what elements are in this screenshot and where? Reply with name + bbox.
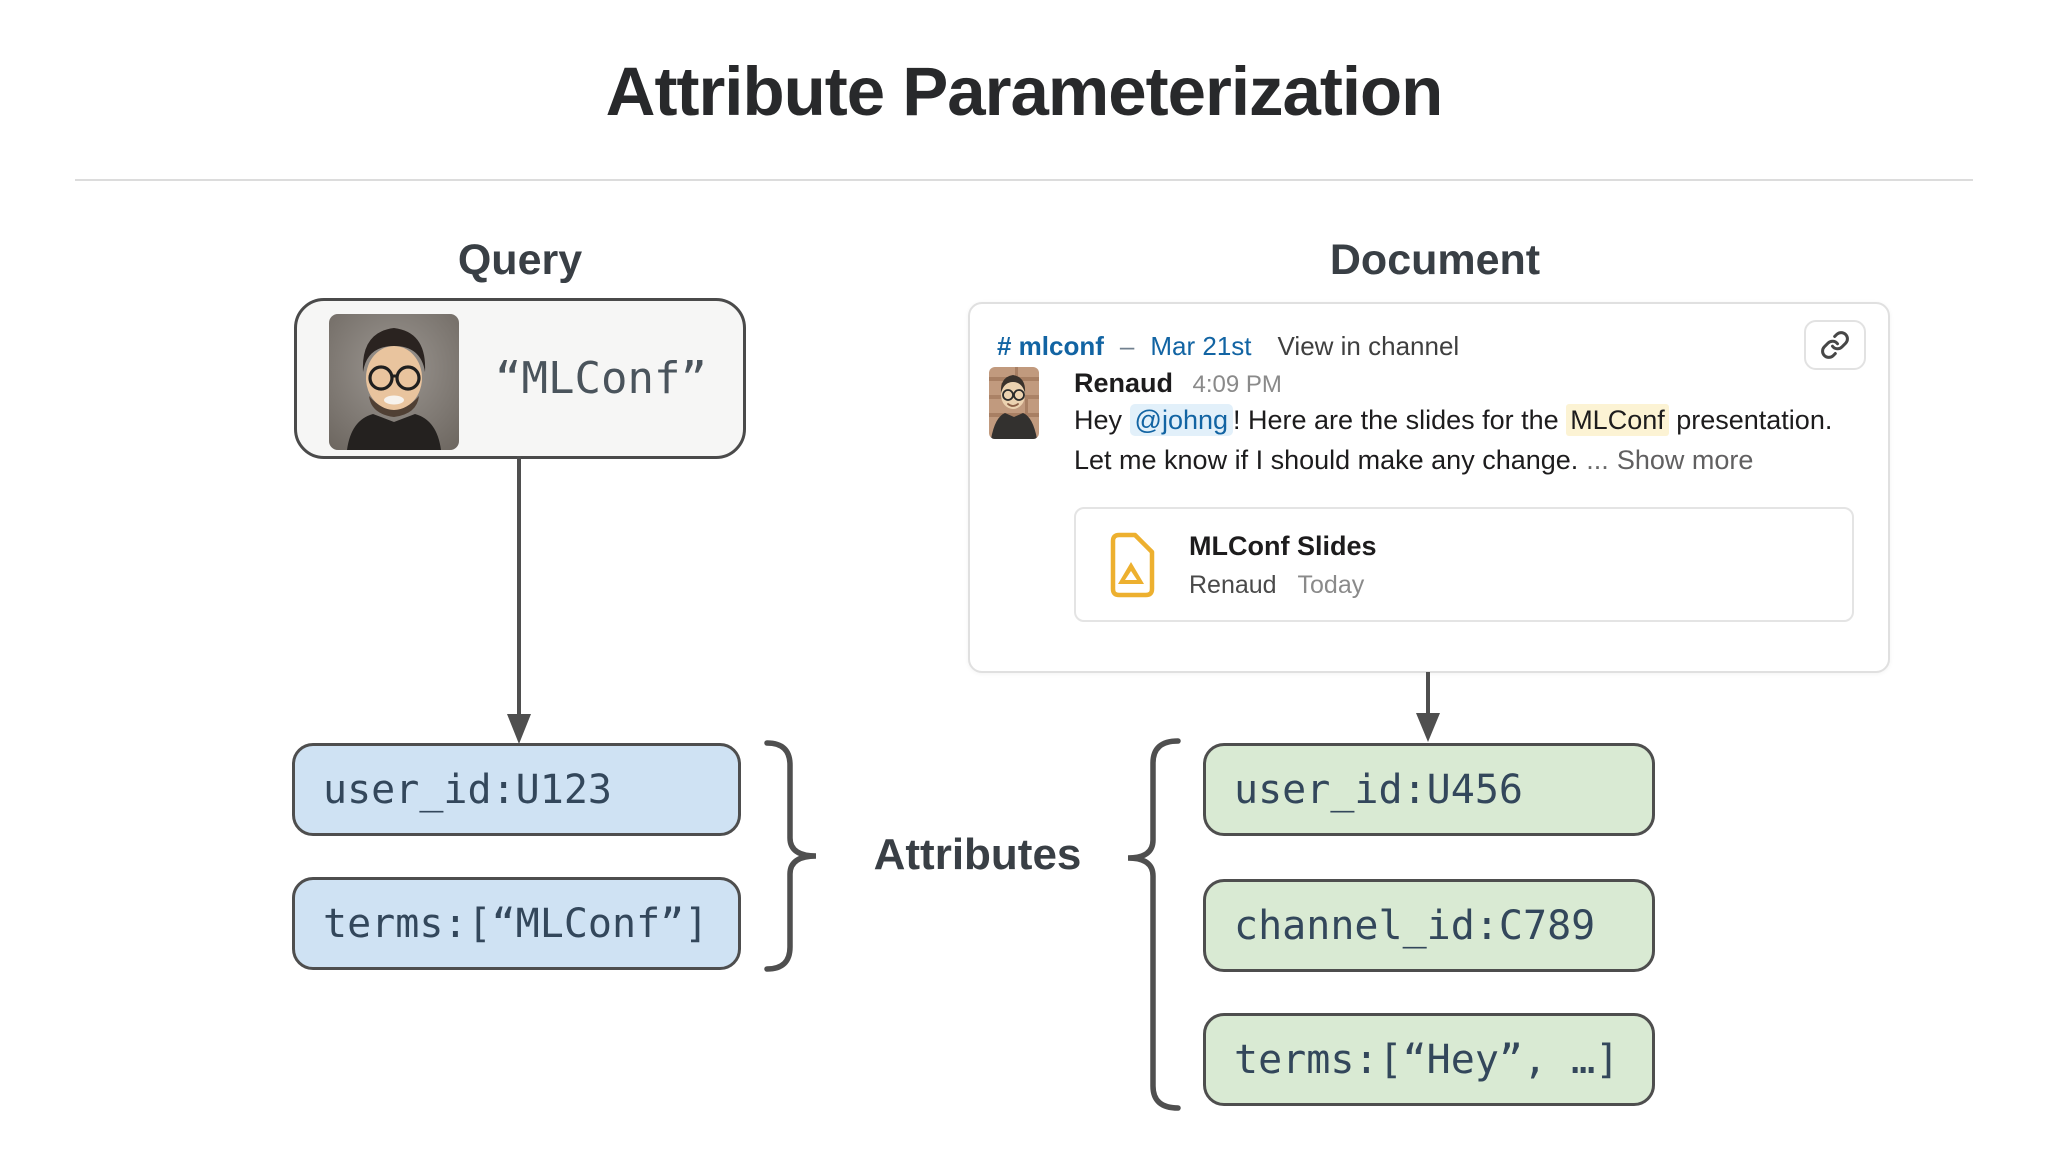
google-drive-file-icon [1110,532,1155,598]
file-attachment-card[interactable]: MLConf Slides Renaud Today [1074,507,1854,622]
author-photo-illustration [989,367,1039,439]
avatar [329,314,459,450]
arrow-down-icon [1416,672,1440,742]
document-heading: Document [1329,236,1541,284]
timestamp[interactable]: 4:09 PM [1192,371,1282,398]
message-text-part: Hey [1074,405,1130,435]
slack-card-header: # mlconf – Mar 21st View in channel [997,331,1459,362]
attachment-title: MLConf Slides [1189,531,1377,561]
message-byline: Renaud 4:09 PM [1074,368,1282,399]
message-text-part: Let me know if I should make any change. [1074,445,1579,475]
query-attribute-user-id: user_id:U123 [292,743,741,836]
show-more-link[interactable]: Show more [1616,445,1754,475]
user-photo-illustration [329,314,459,450]
divider [75,179,1973,181]
attachment-meta: Renaud Today [1189,571,1364,600]
message-text-part: ! Here are the slides for the [1233,405,1567,435]
author-name[interactable]: Renaud [1074,368,1174,398]
channel-link[interactable]: # mlconf [997,331,1104,361]
query-heading: Query [457,236,583,284]
view-in-channel-link[interactable]: View in channel [1277,331,1460,361]
truncation-ellipsis: ... [1586,445,1609,475]
document-attribute-user-id: user_id:U456 [1203,743,1655,836]
query-attribute-terms: terms:[“MLConf”] [292,877,741,970]
right-brace [1127,738,1181,1111]
attachment-author: Renaud [1189,571,1277,599]
query-text: “MLConf” [495,353,707,404]
attachment-date: Today [1297,571,1365,599]
message-date-link[interactable]: Mar 21st [1150,331,1252,361]
page-title: Attribute Parameterization [605,53,1444,130]
query-box: “MLConf” [294,298,746,459]
slack-message-card: # mlconf – Mar 21st View in channel [968,302,1890,673]
chain-link-icon [1821,331,1849,359]
highlighted-term: MLConf [1566,404,1669,436]
copy-link-button[interactable] [1804,320,1866,370]
left-brace [764,740,817,972]
arrow-down-icon [507,456,531,744]
document-attribute-terms: terms:[“Hey”, …] [1203,1013,1655,1106]
attributes-label: Attributes [873,830,1082,879]
avatar [989,367,1039,439]
document-attribute-channel-id: channel_id:C789 [1203,879,1655,972]
message-text-part: presentation. [1668,405,1833,435]
mention-link[interactable]: @johng [1129,404,1234,436]
message-text: Hey @johng! Here are the slides for the … [1074,400,1844,480]
header-separator: – [1119,331,1135,361]
